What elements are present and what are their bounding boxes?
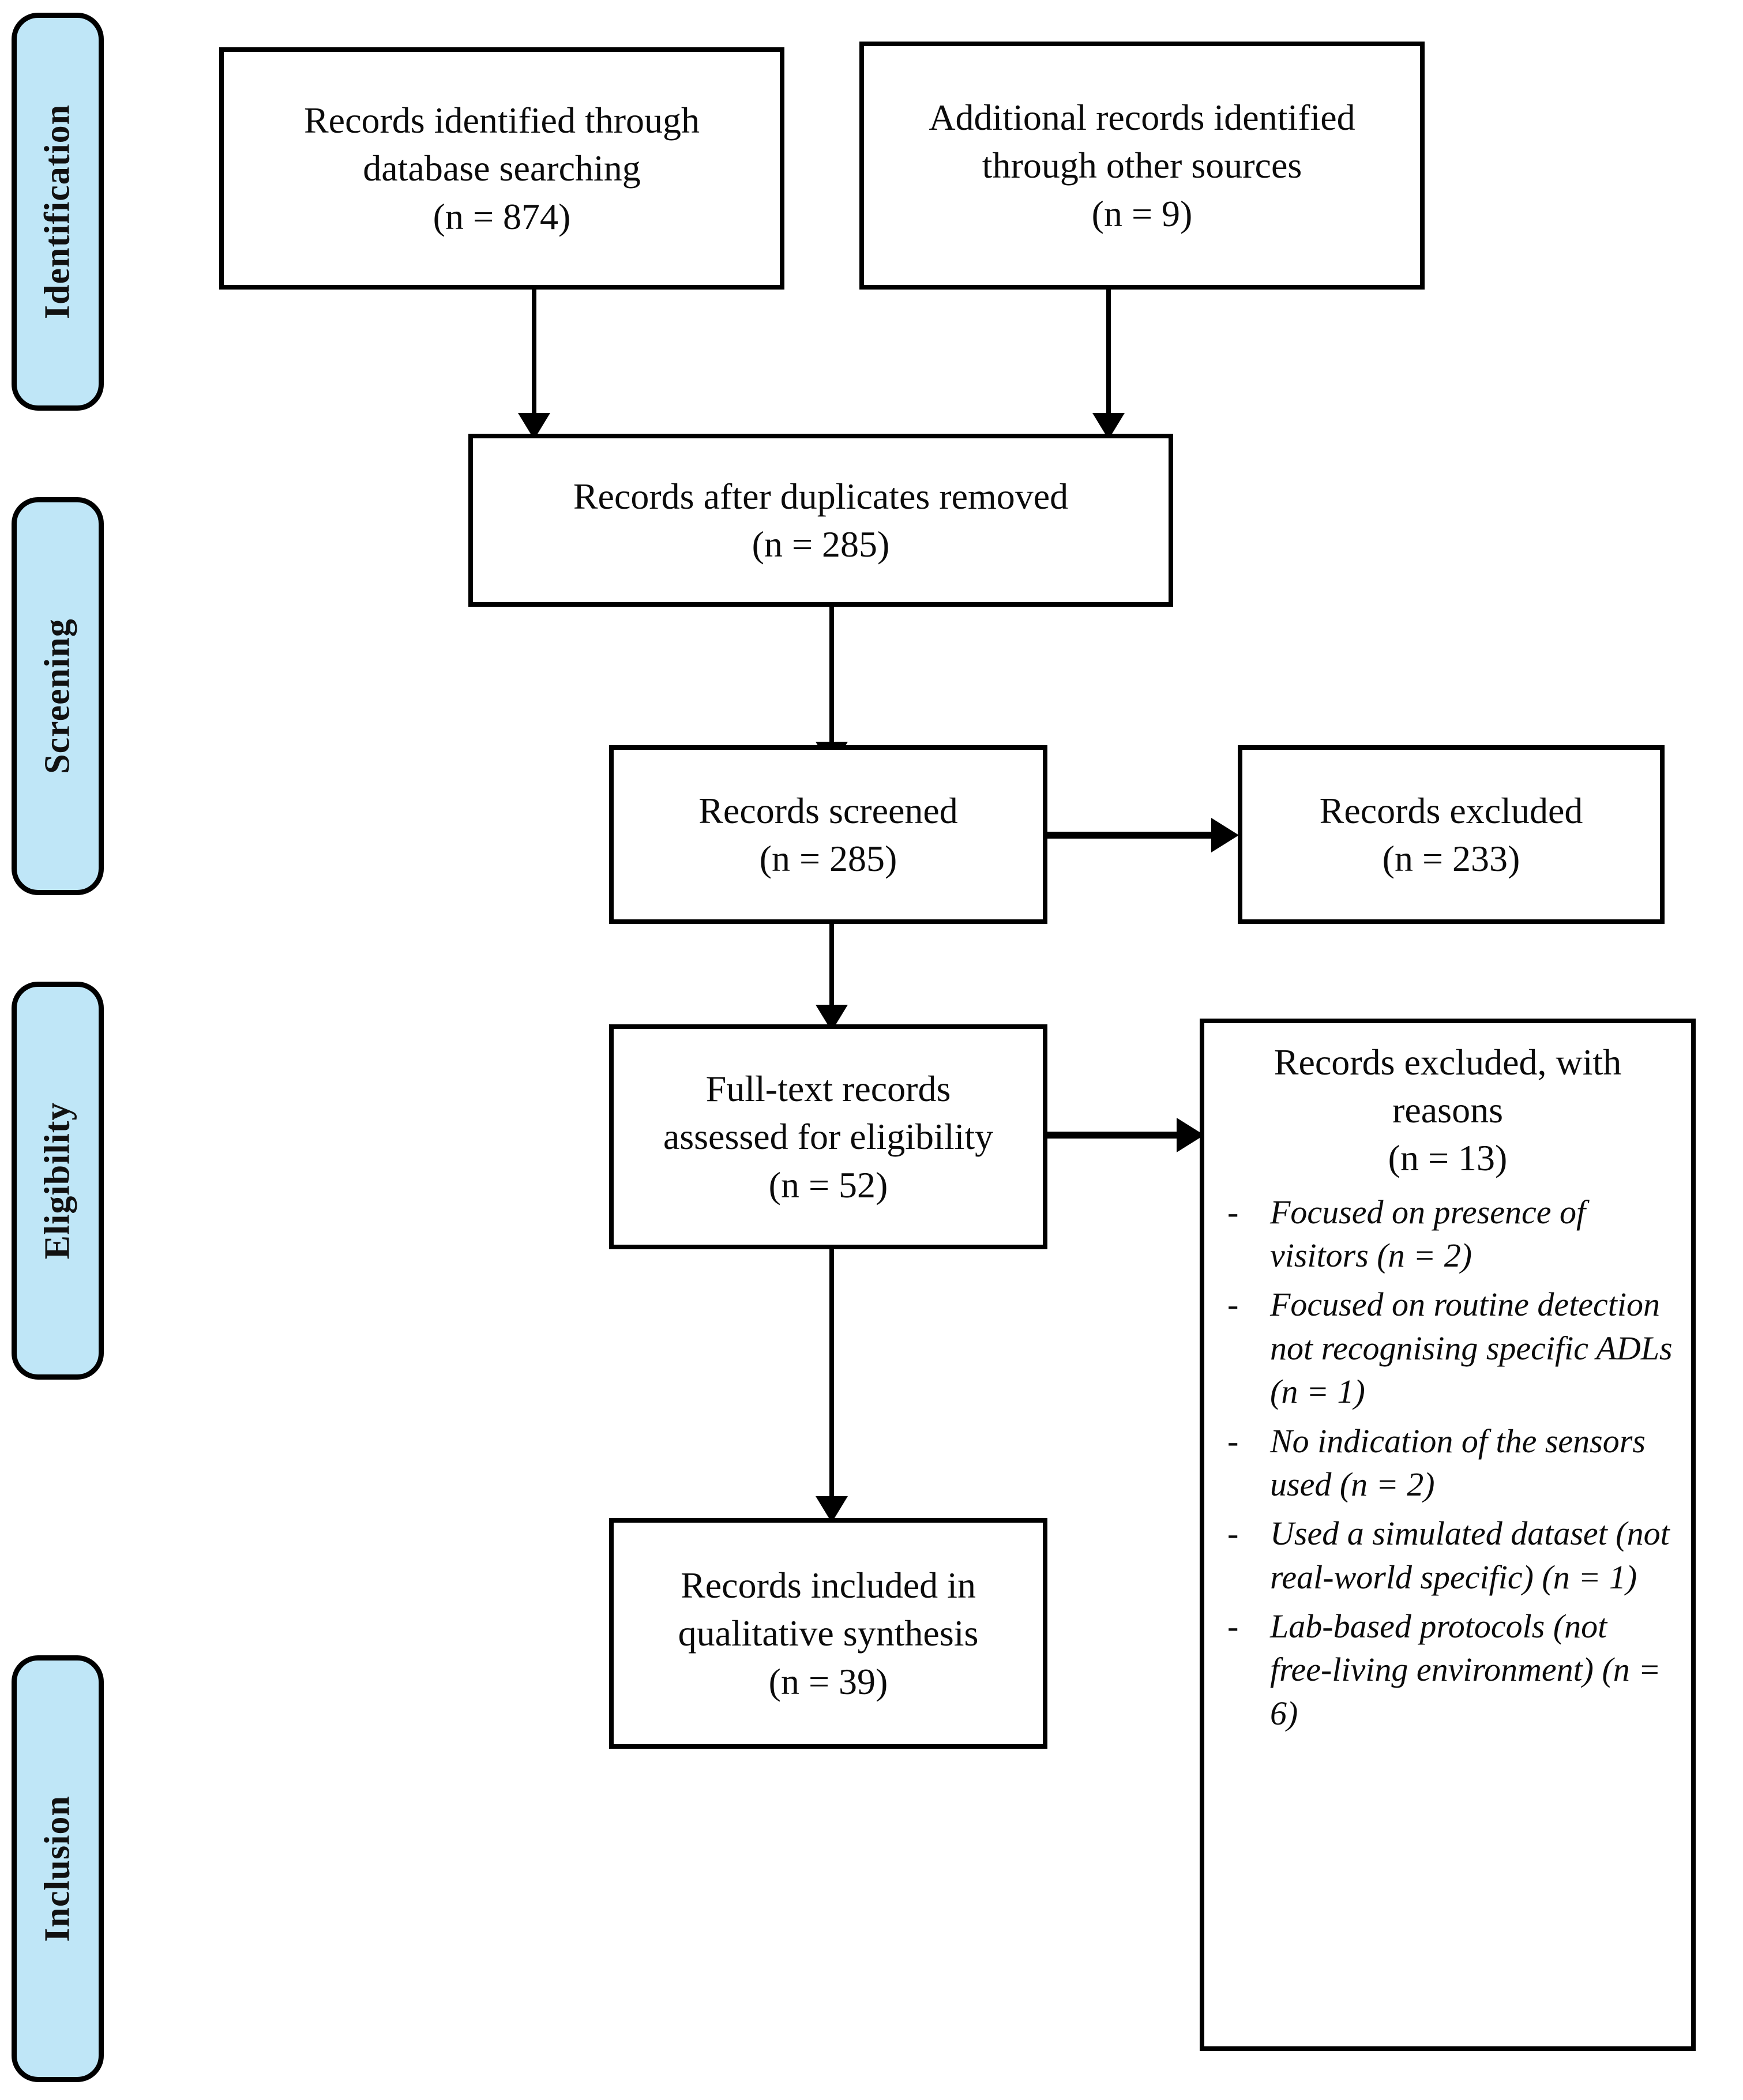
arrow-screened-to-excluded bbox=[1211, 818, 1239, 852]
list-item: - Focused on routine detection not recog… bbox=[1222, 1283, 1674, 1413]
connector-screened-to-excluded bbox=[1047, 832, 1215, 839]
box-records-included-qualitative-synthesis: Records included in qualitative synthesi… bbox=[609, 1518, 1047, 1749]
stage-label-identification: Identification bbox=[37, 104, 77, 320]
bullet-dash-icon: - bbox=[1227, 1515, 1239, 1553]
reason-text: Lab-based protocols (not free-living env… bbox=[1270, 1607, 1661, 1732]
box-line: Records identified through bbox=[303, 100, 700, 141]
list-item: - Lab-based protocols (not free-living e… bbox=[1222, 1605, 1674, 1735]
list-item: - Focused on presence of visitors (n = 2… bbox=[1222, 1190, 1674, 1278]
bullet-dash-icon: - bbox=[1227, 1422, 1239, 1460]
connector-fulltext-to-included bbox=[829, 1249, 834, 1503]
box-records-excluded-with-reasons: Records excluded, with reasons (n = 13) … bbox=[1200, 1019, 1696, 2051]
box-records-identified-database: Records identified through database sear… bbox=[219, 47, 784, 290]
stage-pill-identification: Identification bbox=[12, 13, 104, 411]
reason-text: Focused on routine detection not recogni… bbox=[1270, 1286, 1673, 1411]
box-line: Records excluded bbox=[1319, 790, 1583, 831]
box-line: assessed for eligibility bbox=[663, 1116, 994, 1158]
reason-text: Focused on presence of visitors (n = 2) bbox=[1270, 1193, 1586, 1274]
box-line: qualitative synthesis bbox=[678, 1613, 979, 1654]
reason-text: Used a simulated dataset (not real-world… bbox=[1270, 1515, 1670, 1596]
box-line: Records after duplicates removed bbox=[573, 475, 1069, 517]
reasons-header-line: reasons bbox=[1392, 1090, 1503, 1131]
connector-db-to-duplicates bbox=[532, 290, 536, 416]
box-records-after-duplicates-removed: Records after duplicates removed (n = 28… bbox=[468, 434, 1173, 607]
box-line: (n = 285) bbox=[752, 524, 890, 565]
box-line: (n = 9) bbox=[1091, 193, 1193, 234]
box-line: through other sources bbox=[982, 145, 1302, 186]
reasons-header-line: Records excluded, with bbox=[1274, 1042, 1622, 1083]
connector-fulltext-to-reasons bbox=[1047, 1132, 1180, 1139]
stage-pill-inclusion: Inclusion bbox=[12, 1655, 104, 2082]
box-line: (n = 233) bbox=[1382, 838, 1520, 879]
stage-label-inclusion: Inclusion bbox=[37, 1795, 77, 1942]
reason-text: No indication of the sensors used (n = 2… bbox=[1270, 1422, 1646, 1503]
box-additional-records-other-sources: Additional records identified through ot… bbox=[859, 42, 1425, 290]
stage-pill-eligibility: Eligibility bbox=[12, 982, 104, 1380]
bullet-dash-icon: - bbox=[1227, 1193, 1239, 1231]
connector-duplicates-to-screened bbox=[829, 607, 834, 745]
box-records-screened: Records screened (n = 285) bbox=[609, 745, 1047, 924]
connector-other-to-duplicates bbox=[1106, 290, 1111, 416]
box-records-excluded: Records excluded (n = 233) bbox=[1238, 745, 1665, 924]
box-line: (n = 52) bbox=[768, 1164, 888, 1205]
box-line: Additional records identified bbox=[929, 97, 1355, 138]
bullet-dash-icon: - bbox=[1227, 1286, 1239, 1324]
stage-label-screening: Screening bbox=[37, 618, 77, 774]
bullet-dash-icon: - bbox=[1227, 1607, 1239, 1646]
box-fulltext-assessed-eligibility: Full-text records assessed for eligibili… bbox=[609, 1024, 1047, 1249]
reasons-header: Records excluded, with reasons (n = 13) bbox=[1222, 1038, 1674, 1182]
reasons-list: - Focused on presence of visitors (n = 2… bbox=[1222, 1190, 1674, 1741]
list-item: - Used a simulated dataset (not real-wor… bbox=[1222, 1512, 1674, 1599]
reasons-header-line: (n = 13) bbox=[1388, 1137, 1508, 1179]
box-line: (n = 285) bbox=[759, 838, 897, 879]
box-line: Records screened bbox=[698, 790, 958, 831]
box-line: database searching bbox=[363, 148, 641, 189]
connector-screened-to-fulltext bbox=[829, 924, 834, 1034]
stage-pill-screening: Screening bbox=[12, 497, 104, 895]
box-line: Full-text records bbox=[705, 1068, 951, 1110]
stage-label-eligibility: Eligibility bbox=[37, 1102, 77, 1260]
box-line: Records included in bbox=[681, 1565, 976, 1606]
box-line: (n = 39) bbox=[768, 1661, 888, 1702]
box-line: (n = 874) bbox=[433, 196, 571, 237]
list-item: - No indication of the sensors used (n =… bbox=[1222, 1419, 1674, 1507]
